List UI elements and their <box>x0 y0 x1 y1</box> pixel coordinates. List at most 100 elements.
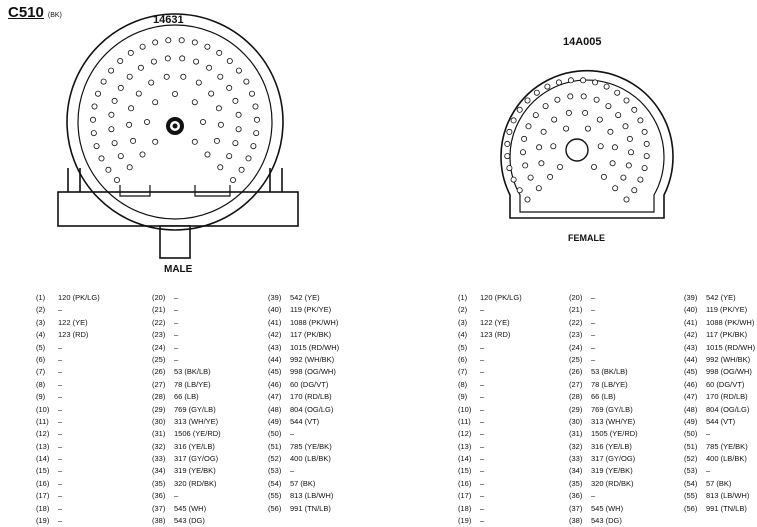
pin-number: (22) <box>569 317 583 327</box>
pin-number: (4) <box>36 330 46 340</box>
pin-number: (29) <box>152 404 166 414</box>
pin-wire: – <box>58 404 63 414</box>
pin-cavity <box>193 58 200 65</box>
pin-wire: 400 (LB/BK) <box>706 454 747 464</box>
pin-wire: 804 (OG/LG) <box>290 404 334 414</box>
pin-wire: 317 (GY/OG) <box>591 454 636 464</box>
pin-cavity <box>130 137 137 144</box>
pin-number: (26) <box>569 367 583 377</box>
pin-cavity <box>612 185 619 192</box>
pin-wire: – <box>480 367 485 377</box>
pin-cavity <box>557 163 564 170</box>
male-pin-cavities <box>90 37 260 183</box>
pin-cavity <box>563 125 570 132</box>
pin-wire: – <box>706 466 711 476</box>
pin-cavity <box>641 165 648 172</box>
pin-cavity <box>95 90 102 97</box>
pin-number: (33) <box>152 454 166 464</box>
pin-number: (6) <box>36 354 46 364</box>
pin-number: (33) <box>569 454 583 464</box>
pin-cavity <box>625 162 632 169</box>
pin-wire: 317 (GY/OG) <box>174 454 219 464</box>
pin-number: (54) <box>684 478 698 488</box>
pin-cavity <box>622 123 629 130</box>
pin-cavity <box>217 73 224 80</box>
pin-number: (41) <box>268 317 282 327</box>
male-part-number: 14631 <box>153 14 184 26</box>
pin-wire: – <box>480 354 485 364</box>
pin-cavity <box>252 103 259 110</box>
pin-wire: 998 (OG/WH) <box>706 367 752 377</box>
pin-number: (27) <box>569 379 583 389</box>
pin-number: (27) <box>152 379 166 389</box>
pin-wire: – <box>58 367 63 377</box>
pin-number: (4) <box>458 330 468 340</box>
pin-wire: 1088 (PK/WH) <box>290 317 339 327</box>
pin-cavity <box>217 121 224 128</box>
pin-cavity <box>105 166 112 173</box>
female-connector-center-socket <box>565 138 589 162</box>
pin-wire: – <box>58 392 63 402</box>
pin-number: (19) <box>36 516 50 526</box>
pin-wire: 542 (YE) <box>706 293 736 302</box>
pin-wire: – <box>58 516 63 526</box>
pin-number: (47) <box>684 392 698 402</box>
pin-cavity <box>235 126 242 133</box>
pin-cavity <box>152 39 159 46</box>
pin-cavity <box>253 130 260 137</box>
pin-number: (9) <box>458 392 468 402</box>
pin-wire: – <box>58 503 63 513</box>
pin-wire: 1015 (RD/WH) <box>290 342 340 352</box>
pin-number: (7) <box>36 367 46 377</box>
pin-wire: – <box>174 491 179 501</box>
pin-cavity <box>248 90 255 97</box>
pin-number: (20) <box>569 293 583 302</box>
pin-cavity <box>544 83 551 90</box>
pin-cavity <box>229 176 236 183</box>
pin-wire: 400 (LB/BK) <box>290 454 331 464</box>
pin-cavity <box>199 119 206 126</box>
pin-wire: – <box>480 379 485 389</box>
pin-cavity <box>605 103 612 110</box>
pin-wire: 991 (TN/LB) <box>706 503 747 513</box>
pin-number: (48) <box>268 404 282 414</box>
pin-cavity <box>204 151 211 158</box>
pin-number: (52) <box>268 454 282 464</box>
pin-number: (47) <box>268 392 282 402</box>
pin-wire: – <box>58 416 63 426</box>
pin-wire: 120 (PK/LG) <box>480 293 522 302</box>
pin-cavity <box>614 89 621 96</box>
pin-number: (32) <box>152 441 166 451</box>
pin-number: (31) <box>152 429 166 439</box>
pin-cavity <box>191 99 198 106</box>
pin-cavity <box>126 73 133 80</box>
pin-number: (37) <box>152 503 166 513</box>
pin-cavity <box>538 160 545 167</box>
pin-cavity <box>554 96 561 103</box>
pin-wire: – <box>706 429 711 439</box>
pin-number: (2) <box>36 305 46 315</box>
pin-wire: 57 (BK) <box>290 478 316 488</box>
pin-wire: 769 (GY/LB) <box>591 404 633 414</box>
pin-wire: – <box>58 429 63 439</box>
pin-number: (13) <box>458 441 472 451</box>
pin-cavity <box>117 153 124 160</box>
pin-wire: 122 (YE) <box>58 317 88 327</box>
pin-number: (55) <box>268 491 282 501</box>
female-connector-inner-shell <box>509 79 665 213</box>
pin-number: (40) <box>268 305 282 315</box>
pin-wire: 117 (PK/BK) <box>290 330 332 340</box>
pin-wire: 170 (RD/LB) <box>706 392 748 402</box>
pin-wire: 1015 (RD/WH) <box>706 342 756 352</box>
pin-number: (35) <box>152 478 166 488</box>
pin-wire: 992 (WH/BK) <box>706 354 751 364</box>
pin-wire: – <box>58 454 63 464</box>
pin-cavity <box>535 185 542 192</box>
pin-cavity <box>540 128 547 135</box>
pin-cavity <box>567 77 574 84</box>
pin-number: (46) <box>268 379 282 389</box>
pin-cavity <box>126 121 133 128</box>
connector-color-code: (BK) <box>47 12 62 19</box>
pin-cavity <box>117 58 124 65</box>
